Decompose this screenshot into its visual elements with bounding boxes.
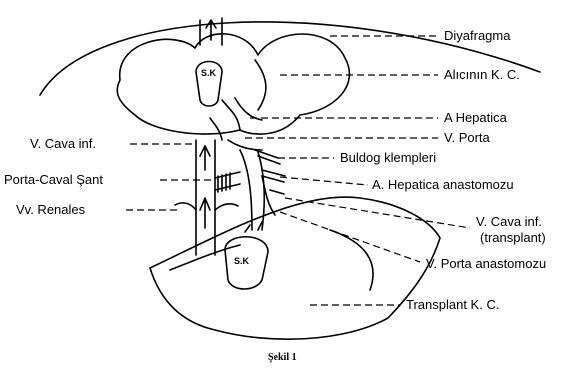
label-vv-renales: Vv. Renales — [16, 202, 85, 217]
label-a-hepatica: A Hepatica — [444, 110, 507, 125]
label-alicinin-kc: Alıcının K. C. — [444, 67, 520, 82]
sk-bottom-label: S.K — [234, 256, 249, 266]
transplant-liver-outline — [150, 197, 440, 339]
portal-vein — [240, 150, 264, 230]
label-v-cava-inf-transplant: V. Cava inf. — [476, 214, 542, 229]
leader-a-hepatica-anast — [280, 177, 368, 185]
label-diyafragma: Diyafragma — [444, 28, 510, 43]
label-transplant-kc: Transplant K. C. — [406, 297, 499, 312]
figure-caption: Şekil 1 — [268, 352, 297, 363]
label-a-hepatica-anastomozu: A. Hepatica anastomozu — [372, 177, 514, 192]
renal-veins — [175, 203, 238, 210]
label-v-cava-inf: V. Cava inf. — [30, 136, 96, 151]
label-buldog-klempleri: Buldog klempleri — [340, 150, 436, 165]
label-v-porta: V. Porta — [444, 130, 490, 145]
sk-top-label: S.K — [201, 68, 216, 78]
label-porta-caval-sant: Porta-Caval Şant — [4, 172, 103, 187]
hilum-vessels — [210, 98, 262, 150]
recipient-liver-outline — [117, 34, 349, 134]
label-v-porta-anastomozu: V. Porta anastomozu — [426, 256, 546, 271]
leader-v-porta-anast — [280, 212, 420, 262]
label-transplant-paren: (transplant) — [480, 230, 546, 245]
